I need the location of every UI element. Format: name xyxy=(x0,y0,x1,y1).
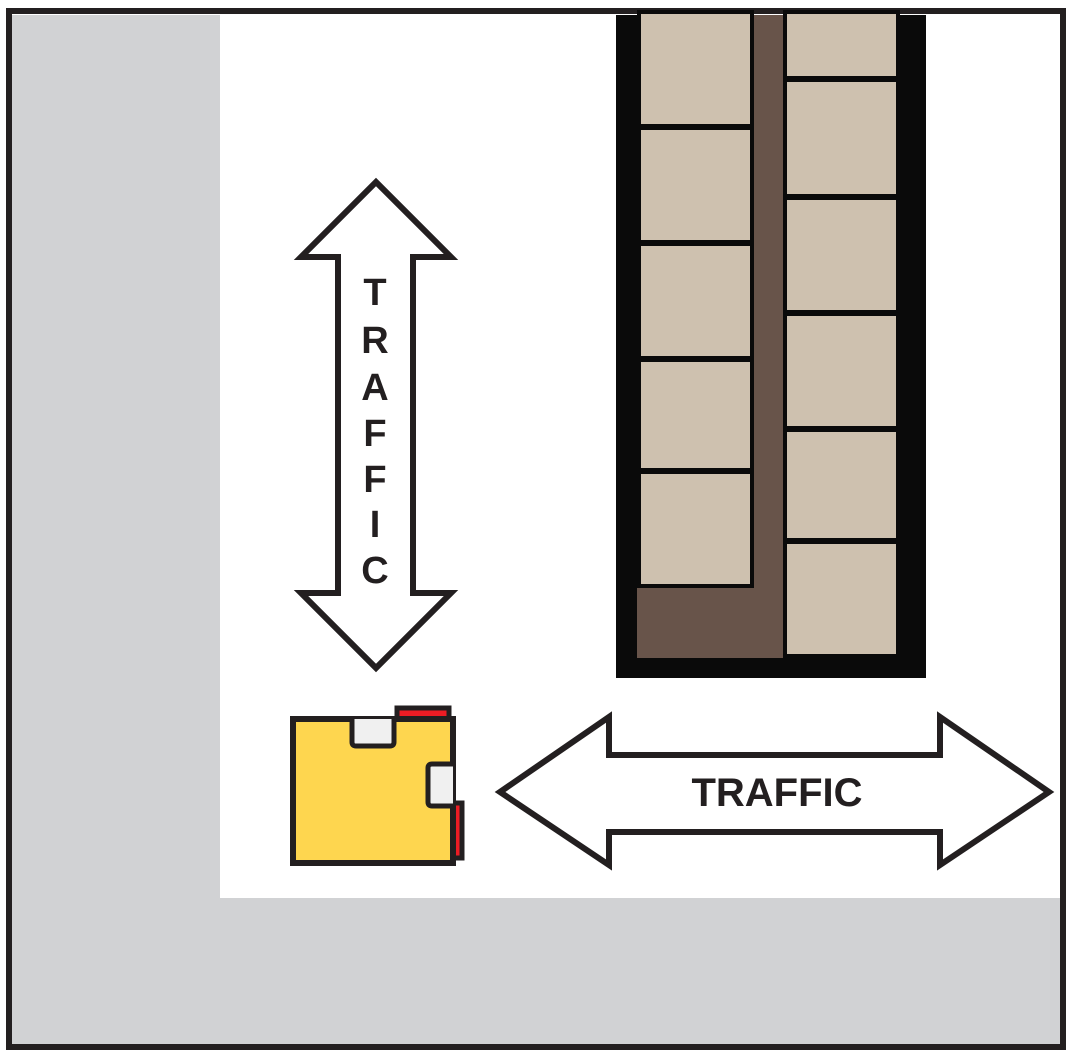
desk-cutout-side xyxy=(425,761,453,809)
desk-cutout-top xyxy=(349,719,397,749)
right-column-panels xyxy=(783,10,900,658)
double-arrow-horizontal-icon xyxy=(494,711,1055,871)
left-column-panels xyxy=(637,10,754,588)
vertical-label-letter: F xyxy=(363,413,386,455)
wall-area-bottom xyxy=(12,898,1060,1044)
double-arrow-vertical-icon xyxy=(293,177,459,673)
vertical-label-letter: R xyxy=(361,320,388,362)
vertical-traffic-arrow: T R A F F I C xyxy=(293,177,459,673)
vertical-label-letter: T xyxy=(363,272,386,314)
wall-area-left xyxy=(12,15,220,898)
horizontal-label: TRAFFIC xyxy=(691,771,862,815)
vertical-label-letter: F xyxy=(363,459,386,501)
vertical-label-letter: I xyxy=(370,504,381,546)
horizontal-traffic-arrow: TRAFFIC xyxy=(494,711,1055,871)
vertical-label-letter: C xyxy=(361,550,388,592)
storage-unit xyxy=(616,10,926,678)
vertical-label-letter: A xyxy=(361,367,388,409)
desk xyxy=(290,705,465,866)
